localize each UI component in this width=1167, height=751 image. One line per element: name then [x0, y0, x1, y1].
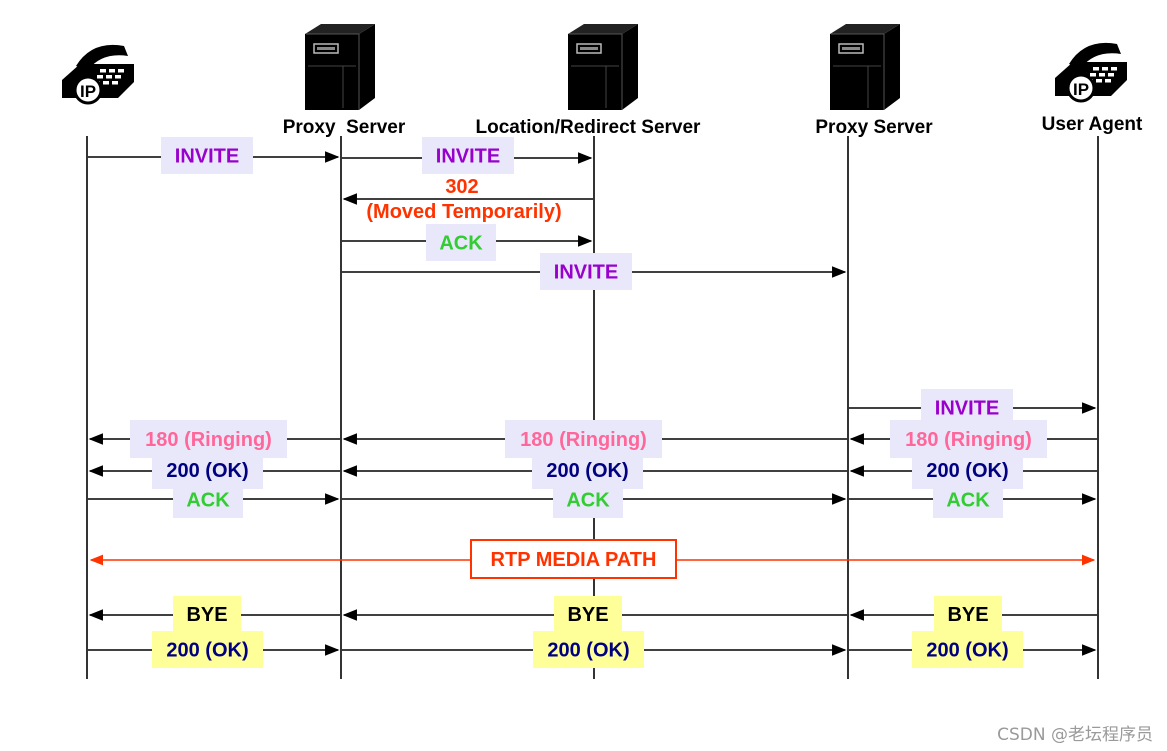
message-label: 200 (OK) — [166, 460, 248, 482]
message-label: 180 (Ringing) — [905, 429, 1032, 451]
ip-phone-icon: IP — [1055, 42, 1127, 103]
message-label: INVITE — [436, 146, 500, 168]
message-label: 180 (Ringing) — [520, 429, 647, 451]
message-label: (Moved Temporarily) — [366, 201, 561, 223]
message-label: 200 (OK) — [926, 460, 1008, 482]
message-label: 180 (Ringing) — [145, 429, 272, 451]
message-label: INVITE — [175, 146, 239, 168]
ip-badge-text: IP — [1073, 80, 1089, 99]
server-icon — [830, 24, 900, 110]
message-label-box — [161, 137, 253, 174]
message-label: ACK — [566, 490, 610, 512]
message-label: ACK — [439, 233, 483, 255]
watermark: CSDN @老坛程序员 — [997, 725, 1153, 745]
message-label-box — [554, 596, 622, 632]
ip-badge-text: IP — [80, 82, 96, 101]
message-label: 200 (OK) — [166, 640, 248, 662]
message-label: BYE — [947, 604, 988, 626]
message-label-box — [173, 481, 243, 518]
participant-label-proxy1: Proxy Server — [283, 117, 406, 138]
server-icon — [305, 24, 375, 110]
message-label: 200 (OK) — [926, 640, 1008, 662]
message-label-box — [921, 389, 1013, 426]
message-label: INVITE — [554, 262, 618, 284]
message-label-box — [173, 596, 241, 632]
server-icon — [568, 24, 638, 110]
message-label-box — [152, 631, 263, 668]
message-label: 200 (OK) — [546, 460, 628, 482]
message-label: INVITE — [935, 398, 999, 420]
message-label: BYE — [186, 604, 227, 626]
participant-label-loc: Location/Redirect Server — [476, 117, 702, 138]
message-label: BYE — [567, 604, 608, 626]
message-label-box — [422, 137, 514, 174]
message-label-box — [426, 224, 496, 261]
participant-label-ua-right: User Agent — [1042, 114, 1143, 135]
message-label-box — [533, 631, 644, 668]
message-label: RTP MEDIA PATH — [491, 549, 657, 571]
message-label: 200 (OK) — [547, 640, 629, 662]
message-label: ACK — [186, 490, 230, 512]
message-label: ACK — [946, 490, 990, 512]
message-label-box — [540, 253, 632, 290]
message-label-box — [912, 631, 1023, 668]
message-label-box — [470, 539, 677, 579]
message-label: 302 — [445, 176, 478, 198]
message-label-box — [933, 481, 1003, 518]
ip-phone-icon: IP — [62, 44, 134, 105]
message-label-box — [934, 596, 1002, 632]
participant-label-proxy2: Proxy Server — [815, 117, 933, 138]
message-label-box — [553, 481, 623, 518]
